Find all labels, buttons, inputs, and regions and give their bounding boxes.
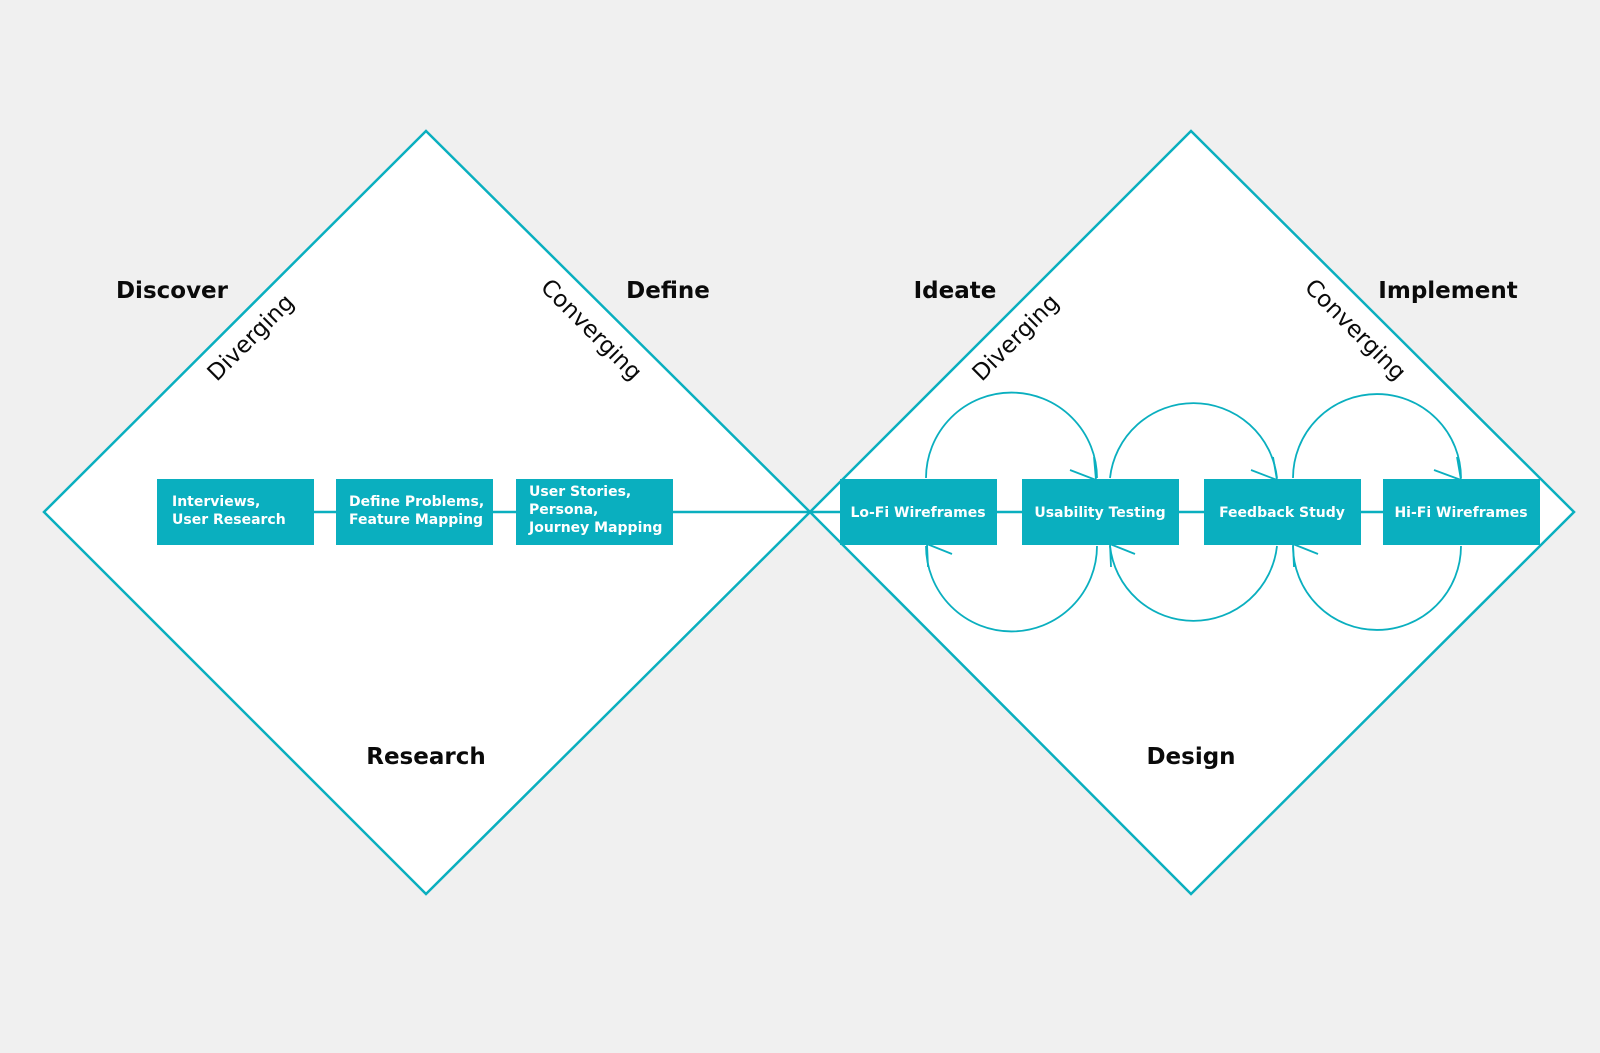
design-step-4: Hi-Fi Wireframes [1383,479,1540,545]
step-line: Persona, [529,502,598,518]
step-line: Lo-Fi Wireframes [850,505,985,521]
design-step-2: Usability Testing [1022,479,1179,545]
step-line: Feature Mapping [349,512,483,528]
svg-text:Interviews, User Researc: Interviews, User Research [172,494,286,528]
step-box [840,479,997,545]
loop-arc-bottom-3 [1292,545,1462,631]
loop-arrow-top-1 [1069,456,1097,481]
loop-arc-bottom-2 [1109,545,1278,622]
step-box [1022,479,1179,545]
step-line: User Stories, [529,484,631,500]
step-box [516,479,673,545]
loop-arc-top-3 [1292,393,1462,479]
step-line: Hi-Fi Wireframes [1394,505,1527,521]
svg-text:Feedback Study: Feedback Study [1219,505,1345,521]
loop-arrow-top-3 [1433,456,1462,481]
loop-arc-bottom-1 [925,545,1098,633]
design-step-1: Lo-Fi Wireframes [840,479,997,545]
loop-arc-top-1 [925,391,1098,479]
loop-arrow-bottom-1 [926,543,953,568]
loop-arrow-bottom-2 [1109,543,1136,568]
research-step-1: Interviews, User Research [157,479,314,545]
phase-label-define: Define [626,278,710,304]
diamond-title-research: Research [366,744,485,770]
step-box [336,479,493,545]
svg-text:Lo-Fi Wireframes: Lo-Fi Wireframes [850,505,985,521]
research-step-2: Define Problems, Feature Mapping [336,479,493,545]
step-line: Define Problems, [349,494,484,510]
design-step-3: Feedback Study [1204,479,1361,545]
phase-label-implement: Implement [1378,278,1517,304]
svg-text:Usability Testing: Usability Testing [1034,505,1165,521]
step-box [157,479,314,545]
step-line: Journey Mapping [528,520,662,536]
diamond-title-design: Design [1146,744,1235,770]
step-box [1204,479,1361,545]
step-line: Usability Testing [1034,505,1165,521]
step-line: Interviews, [172,494,260,510]
svg-text:Define Problems, Feature: Define Problems, Feature Mapping [349,494,489,528]
svg-text:User Stories, Persona,: User Stories, Persona, Journey Mapping [528,484,662,536]
loop-arrow-top-2 [1250,456,1278,481]
svg-text:Hi-Fi Wireframes: Hi-Fi Wireframes [1394,505,1527,521]
research-step-3: User Stories, Persona, Journey Mapping [516,479,673,545]
phase-label-ideate: Ideate [914,278,997,304]
loop-arrow-bottom-3 [1292,543,1319,568]
step-line: Feedback Study [1219,505,1345,521]
loop-arc-top-2 [1109,402,1278,479]
iteration-loops [925,391,1462,633]
step-box [1383,479,1540,545]
phase-label-discover: Discover [116,278,229,304]
step-line: User Research [172,512,286,528]
